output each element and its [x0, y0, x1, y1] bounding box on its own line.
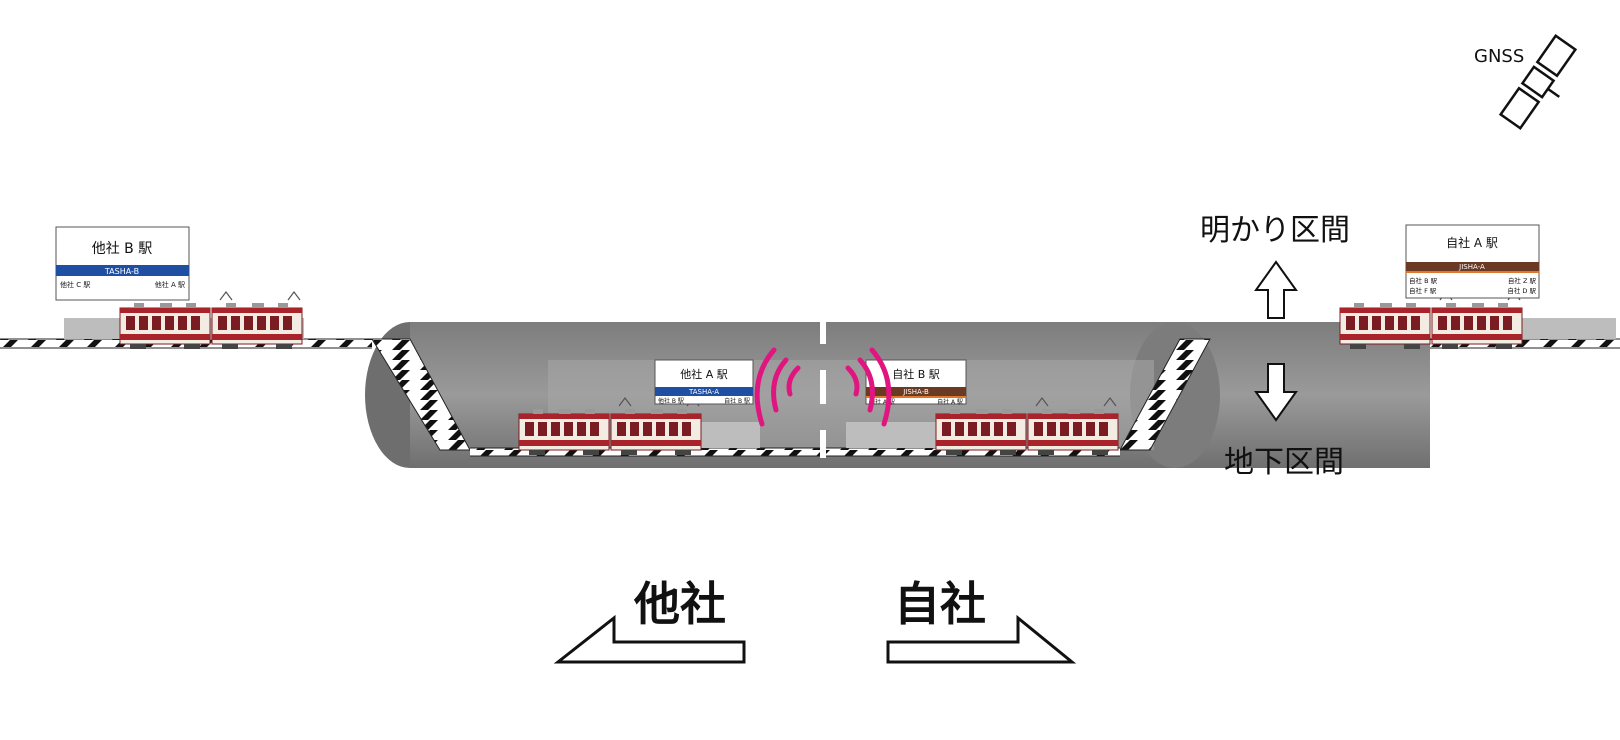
gnss-label: GNSS: [1474, 46, 1524, 67]
direction-own-label: 自社: [894, 577, 986, 631]
neighbor-left-1: 自社 B 駅: [1409, 276, 1438, 285]
station-code: JISHA-A: [1458, 263, 1485, 271]
signal-waves-icon: [754, 347, 892, 427]
neighbor-left-2: 自社 F 駅: [1409, 286, 1437, 295]
station-code: TASHA-B: [104, 267, 139, 276]
company-boundary-line: [820, 316, 826, 458]
arrow-down-icon: [1254, 363, 1298, 422]
neighbor-left: 他社 B 駅: [658, 397, 684, 405]
gnss-satellite-icon: [1498, 34, 1578, 130]
station-code: TASHA-A: [688, 388, 719, 396]
arrow-right-icon: [886, 614, 1077, 664]
station-sign-jisha-a: 自社 A 駅 JISHA-A 自社 B 駅 自社 F 駅 自社 Z 駅 自社 D…: [1405, 224, 1540, 299]
arrow-left-icon: [553, 614, 746, 664]
station-name: 他社 A 駅: [680, 367, 728, 381]
neighbor-left: 他社 A 駅: [869, 398, 895, 406]
arrow-up-icon: [1254, 260, 1298, 319]
station-sign-tasha-a: 他社 A 駅 TASHA-A 他社 B 駅 自社 B 駅: [654, 359, 754, 405]
station-sign-jisha-b: 自社 B 駅 JISHA-B 他社 A 駅 自社 A 駅: [865, 359, 967, 406]
neighbor-right: 自社 B 駅: [724, 397, 750, 405]
station-sign-tasha-b: 他社 B 駅 TASHA-B 他社 C 駅 他社 A 駅: [55, 226, 190, 301]
station-name: 自社 A 駅: [1446, 235, 1498, 250]
underground-label: 地下区間: [1224, 445, 1344, 480]
above-ground-label: 明かり区間: [1200, 213, 1350, 248]
direction-other-label: 他社: [633, 577, 726, 631]
neighbor-right: 自社 A 駅: [937, 398, 963, 406]
neighbor-left: 他社 C 駅: [60, 280, 90, 289]
station-code: JISHA-B: [902, 388, 929, 396]
station-name: 他社 B 駅: [92, 241, 153, 257]
neighbor-right-1: 自社 Z 駅: [1508, 276, 1537, 285]
neighbor-right-2: 自社 D 駅: [1507, 286, 1536, 295]
neighbor-right: 他社 A 駅: [155, 280, 185, 289]
station-name: 自社 B 駅: [892, 367, 940, 381]
